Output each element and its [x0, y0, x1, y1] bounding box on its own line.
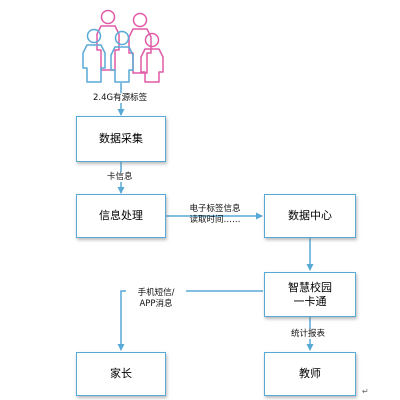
- edge-label-sms-line2: APP消息: [139, 298, 173, 309]
- node-info-processing-label: 信息处理: [99, 209, 143, 223]
- node-teacher: 教师: [264, 352, 356, 396]
- paragraph-mark: ↵: [362, 387, 369, 396]
- node-data-center-label: 数据中心: [288, 209, 332, 223]
- node-teacher-label: 教师: [299, 367, 321, 381]
- edge-label-tag-signal: 2.4G有源标签: [92, 93, 149, 104]
- node-parent: 家长: [76, 352, 166, 396]
- node-data-center: 数据中心: [264, 194, 356, 238]
- node-info-processing: 信息处理: [76, 194, 166, 238]
- edge-label-card-info: 卡信息: [106, 172, 134, 183]
- edge-label-tag-read: 电子标签信息 读取时间……: [180, 204, 250, 225]
- person-icon-front-left: [82, 28, 106, 83]
- person-icon-front-right: [140, 32, 164, 83]
- node-smart-campus: 智慧校园 一卡通: [264, 272, 356, 317]
- node-smart-campus-line2: 一卡通: [293, 294, 327, 308]
- node-data-collection: 数据采集: [76, 116, 166, 162]
- node-data-collection-label: 数据采集: [99, 132, 143, 146]
- edge-label-sms-line1: 手机短信/: [137, 288, 175, 298]
- arrow-campus-to-parent: [117, 290, 263, 351]
- edge-label-report: 统计报表: [290, 329, 327, 340]
- edge-label-sms: 手机短信/ APP消息: [126, 288, 186, 310]
- person-icon-front-center: [110, 30, 134, 83]
- edge-label-tag-read-line1: 电子标签信息: [189, 204, 241, 214]
- node-smart-campus-line1: 智慧校园: [288, 280, 332, 294]
- edge-label-tag-read-line2: 读取时间……: [189, 214, 241, 225]
- node-parent-label: 家长: [110, 367, 132, 381]
